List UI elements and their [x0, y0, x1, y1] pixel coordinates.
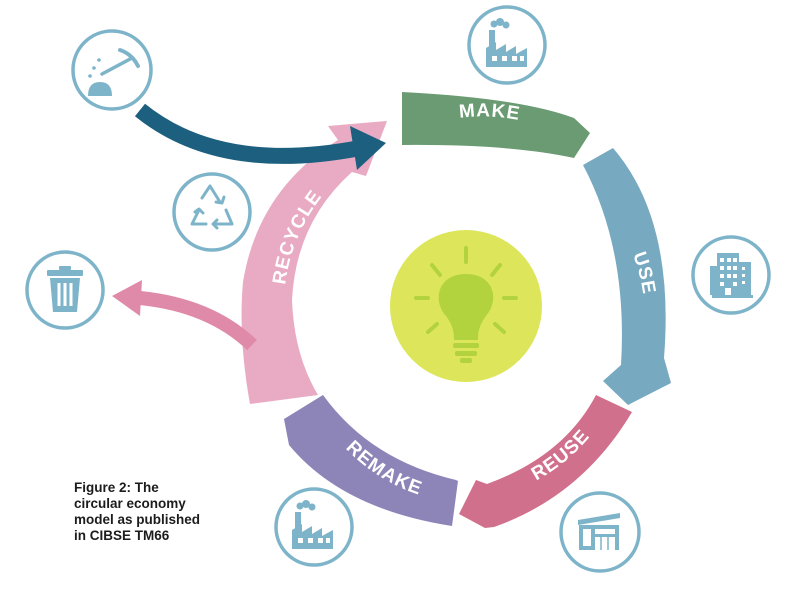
caption-line: model as published	[74, 512, 201, 527]
warehouse-icon	[559, 491, 641, 573]
figure-caption: Figure 2: The circular economy model as …	[74, 480, 244, 544]
make-segment	[402, 92, 590, 158]
lightbulb-icon	[390, 230, 542, 382]
caption-line: in CIBSE TM66	[74, 528, 170, 543]
caption-line: circular economy	[74, 496, 186, 511]
factory-icon	[467, 5, 547, 85]
recycle-icon	[172, 172, 252, 252]
recycle-segment	[241, 121, 387, 404]
discard-arrow	[112, 280, 257, 351]
remake-segment	[284, 395, 458, 526]
use-segment	[583, 148, 671, 405]
input-arrow	[134, 103, 386, 170]
make-label: MAKE	[458, 100, 522, 125]
caption-line: Figure 2: The	[74, 480, 159, 495]
reuse-segment	[459, 395, 632, 528]
office-building-icon	[691, 235, 771, 315]
factory-icon	[274, 487, 354, 567]
trash-bin-icon	[25, 250, 105, 330]
pickaxe-mining-icon	[71, 29, 153, 111]
